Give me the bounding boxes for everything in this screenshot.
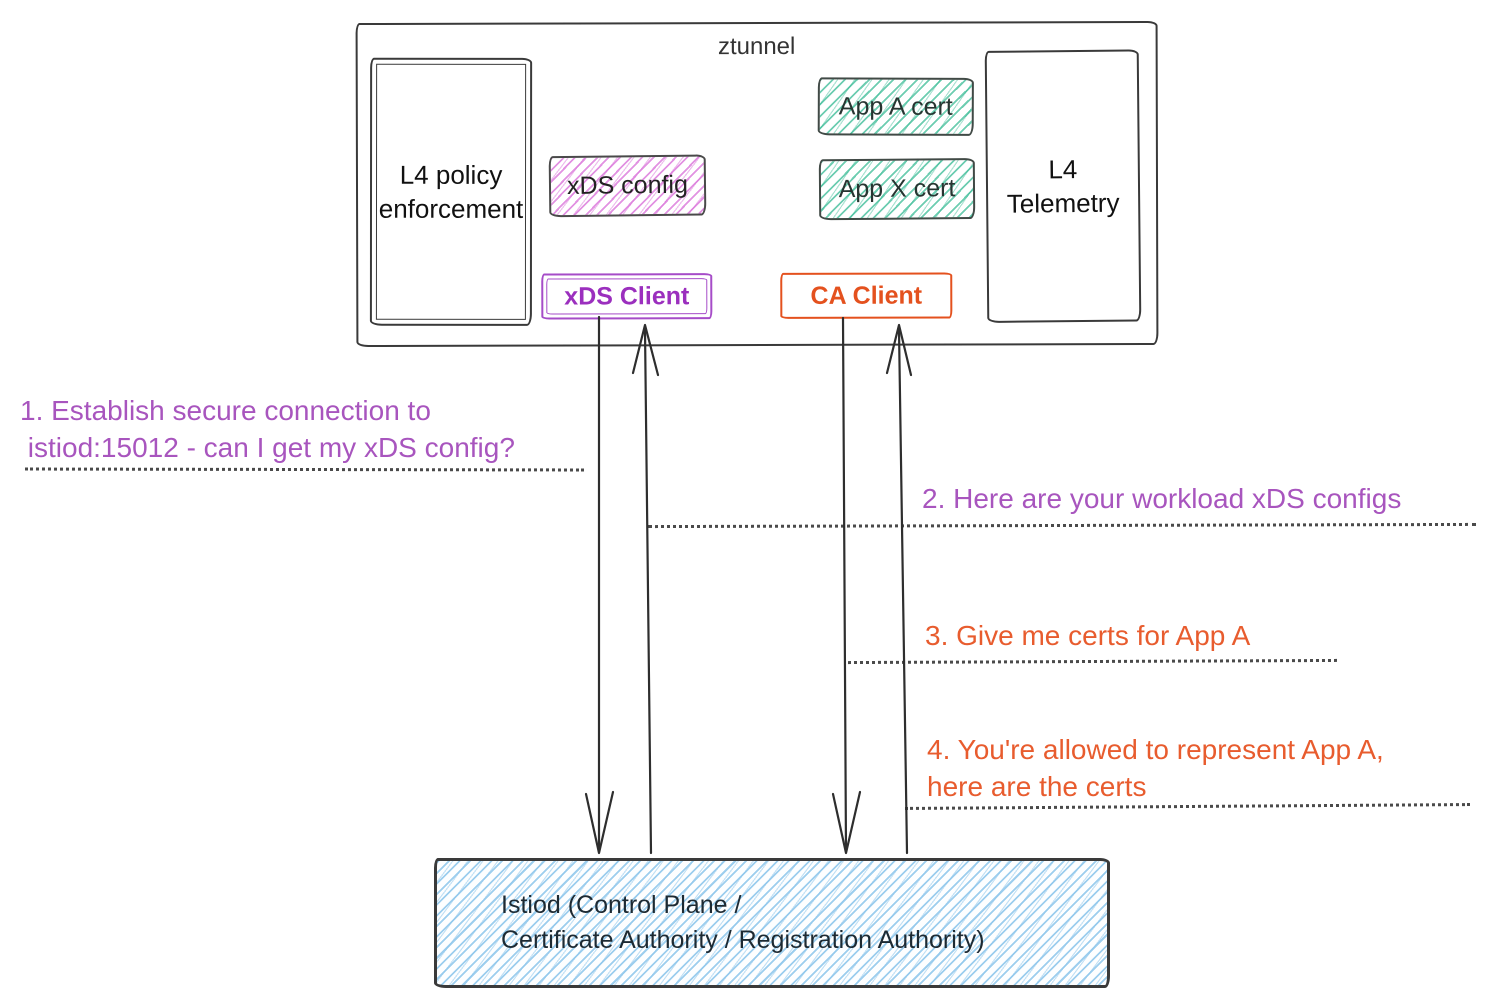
app-a-cert-box: App A cert [817,77,974,136]
ca-response-arrow [885,323,913,855]
xds-config-box: xDS config [548,154,707,218]
xds-response-arrow [631,323,660,855]
message-1-establish-connection: 1. Establish secure connection to istiod… [20,395,515,463]
app-x-cert-box: App X cert [818,158,976,221]
istiod-box: Istiod (Control Plane / Certificate Auth… [434,858,1110,988]
message-2-divider [647,522,1477,529]
ca-request-arrow [831,316,862,855]
message-3-give-me-certs: 3. Give me certs for App A [925,620,1251,651]
ca-client-box: CA Client [780,272,953,319]
l4-policy-enforcement-box: L4 policy enforcement [369,57,533,326]
l4-telemetry-box: L4 Telemetry [984,49,1142,323]
message-4-here-are-certs: 4. You're allowed to represent App A, he… [927,734,1384,802]
ztunnel-box: ztunnel L4 policy enforcement xDS config… [355,20,1159,348]
message-2-xds-configs: 2. Here are your workload xDS configs [922,483,1402,514]
message-3-divider [847,658,1338,665]
message-1-divider [24,467,585,472]
xds-client-box: xDS Client [541,273,713,320]
